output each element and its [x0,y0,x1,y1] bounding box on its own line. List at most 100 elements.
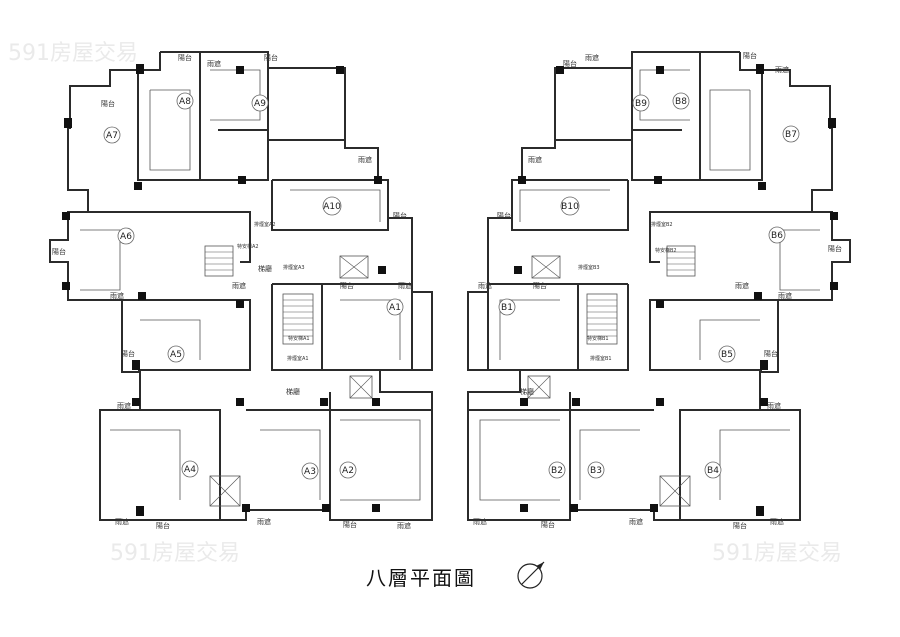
unit-badge-b7: B7 [782,125,800,143]
svg-text:A2: A2 [342,466,354,476]
elevator-shaft [349,375,373,399]
balcony-label: 陽台 [178,53,192,62]
rain-shelter-label: 雨遮 [775,65,789,74]
unit-badge-a2: A2 [339,461,357,479]
unit-badge-a1: A1 [386,298,404,316]
balcony-label: 陽台 [828,244,842,253]
rain-shelter-label: 雨遮 [478,281,492,290]
unit-badge-a4: A4 [181,460,199,478]
watermark: 591房屋交易 [110,541,240,566]
elevator-shaft [209,475,241,507]
svg-text:B3: B3 [590,466,602,476]
unit-badge-b2: B2 [548,461,566,479]
svg-text:A3: A3 [304,467,316,477]
unit-badge-b4: B4 [704,461,722,479]
balcony-label: 陽台 [343,520,357,529]
rain-shelter-label: 雨遮 [629,517,643,526]
unit-badge-a3: A3 [301,462,319,480]
balcony-label: 陽台 [393,211,407,220]
rain-shelter-label: 雨遮 [232,281,246,290]
balcony-label: 陽台 [101,99,115,108]
unit-badge-a5: A5 [167,345,185,363]
elevator-shaft [659,475,691,507]
stair-label: 排煙室A1 [287,355,309,362]
floor-plan-title: 八層平面圖 [366,566,476,590]
svg-text:B4: B4 [707,466,719,476]
corridor-label: 梯廳 [258,264,272,273]
svg-text:B8: B8 [675,97,687,107]
rain-shelter-label: 雨遮 [207,59,221,68]
stair-label: 排煙室A3 [283,264,305,271]
rain-shelter-label: 雨遮 [778,291,792,300]
corridor-label: 梯廳 [286,387,300,396]
unit-badge-a6: A6 [117,227,135,245]
svg-text:A4: A4 [184,465,196,475]
unit-badge-b6: B6 [768,226,786,244]
balcony-label: 陽台 [533,281,547,290]
unit-badge-b5: B5 [718,345,736,363]
rain-shelter-label: 雨遮 [528,155,542,164]
stair-b2 [666,245,696,277]
svg-text:A10: A10 [323,202,341,212]
stair-label: 排煙室B1 [590,355,612,362]
svg-text:A7: A7 [106,131,118,141]
rain-shelter-label: 雨遮 [735,281,749,290]
stair-b1 [586,293,618,345]
svg-text:A1: A1 [389,303,401,313]
unit-badge-b8: B8 [672,92,690,110]
watermark: 591房屋交易 [8,41,138,66]
rain-shelter-label: 雨遮 [585,53,599,62]
unit-badge-b3: B3 [587,461,605,479]
svg-text:B9: B9 [635,99,647,109]
unit-badge-b10: B10 [560,196,580,216]
unit-badge-a9: A9 [251,94,269,112]
unit-badge-a10: A10 [322,196,342,216]
rain-shelter-label: 雨遮 [358,155,372,164]
svg-text:B5: B5 [721,350,733,360]
balcony-label: 陽台 [764,349,778,358]
rain-shelter-label: 雨遮 [117,401,131,410]
rain-shelter-label: 雨遮 [115,517,129,526]
svg-text:A9: A9 [254,99,266,109]
elevator-shaft [531,255,561,279]
unit-badge-b9: B9 [632,94,650,112]
rain-shelter-label: 雨遮 [770,517,784,526]
balcony-label: 陽台 [497,211,511,220]
svg-text:B10: B10 [561,202,579,212]
svg-text:A8: A8 [179,97,191,107]
unit-badge-a7: A7 [103,126,121,144]
elevator-shaft [527,375,551,399]
stair-label: 排煙室B3 [578,264,600,271]
svg-text:A5: A5 [170,350,182,360]
rain-shelter-label: 雨遮 [767,401,781,410]
stair-label: 特安梯A1 [288,335,310,342]
rain-shelter-label: 雨遮 [397,521,411,530]
north-arrow-icon [517,561,545,589]
unit-badge-a8: A8 [176,92,194,110]
balcony-label: 陽台 [743,51,757,60]
svg-text:B1: B1 [501,303,513,313]
rain-shelter-label: 雨遮 [398,281,412,290]
stair-label: 特安梯B2 [655,247,677,254]
rain-shelter-label: 雨遮 [110,291,124,300]
stair-a2 [204,245,234,277]
building-b-labels: B1 B2 B3 B4 B5 B6 B7 B8 B9 B10 陽台 陽台 陽台 … [473,51,842,530]
unit-badge-b1: B1 [498,298,516,316]
rain-shelter-label: 雨遮 [257,517,271,526]
stair-label: 排煙室B2 [651,221,673,228]
balcony-label: 陽台 [121,349,135,358]
watermark: 591房屋交易 [712,541,842,566]
balcony-label: 陽台 [733,521,747,530]
stair-label: 特安梯A2 [237,243,259,250]
elevator-shaft [339,255,369,279]
balcony-label: 陽台 [563,59,577,68]
balcony-label: 陽台 [156,521,170,530]
building-b [467,51,851,521]
balcony-label: 陽台 [264,53,278,62]
stair-a1 [282,293,314,345]
balcony-label: 陽台 [52,247,66,256]
svg-text:B6: B6 [771,231,783,241]
svg-text:B7: B7 [785,130,797,140]
balcony-label: 陽台 [541,520,555,529]
